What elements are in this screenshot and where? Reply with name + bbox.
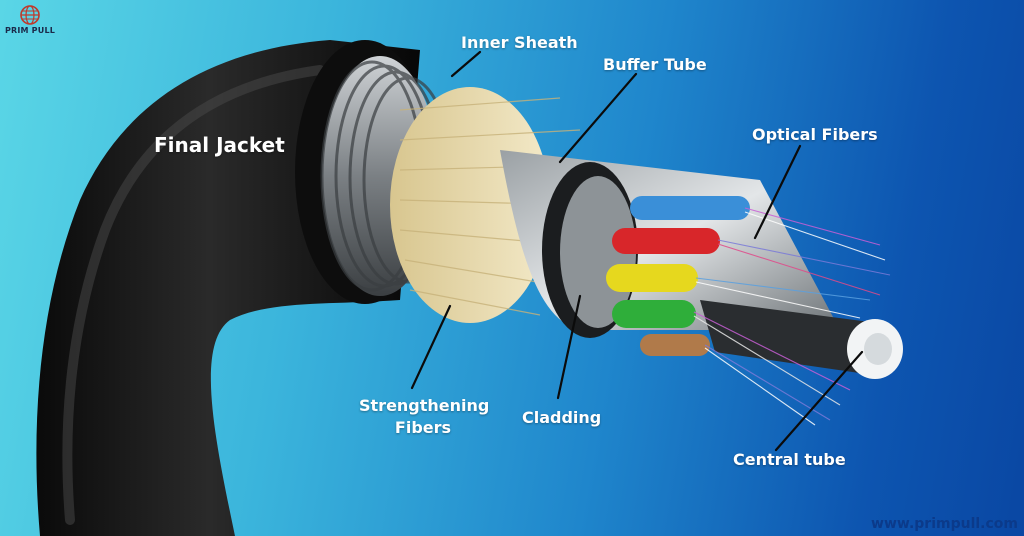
fiber-tube-brown [640,334,710,356]
central-tube-core [864,333,892,365]
optical-fiber-strands [693,207,891,426]
leader-optical-fibers [753,144,802,240]
leader-buffer-tube [558,72,638,164]
final-jacket-highlight [62,65,325,525]
fiber-tube-red [612,228,720,254]
fiber-tubes [606,196,750,356]
leader-lines [410,50,864,452]
central-tube-body [700,300,880,376]
leader-strengthening [410,304,452,390]
fiber-tube-blue [630,196,750,220]
label-optical-fibers: Optical Fibers [752,125,878,144]
label-central-tube: Central tube [733,450,846,469]
label-buffer-tube: Buffer Tube [603,55,707,74]
brand-logo: PRIM PULL [4,4,56,35]
leader-central-tube [774,350,864,452]
label-inner-sheath: Inner Sheath [461,33,578,52]
leader-cladding [556,294,582,400]
label-strengthening-fibers-line1: Strengthening [359,396,490,415]
label-strengthening-fibers-line2: Fibers [394,418,452,437]
fiber-tube-yellow [606,264,698,292]
fiber-tube-green [612,300,696,328]
website-link[interactable]: www.primpull.com [871,516,1018,532]
brand-name: PRIM PULL [4,26,56,35]
globe-icon [20,5,40,25]
label-cladding: Cladding [522,408,602,427]
leader-inner-sheath [450,50,482,78]
label-strengthening-fibers: Strengthening Fibers [359,396,490,437]
label-final-jacket: Final Jacket [154,133,285,157]
